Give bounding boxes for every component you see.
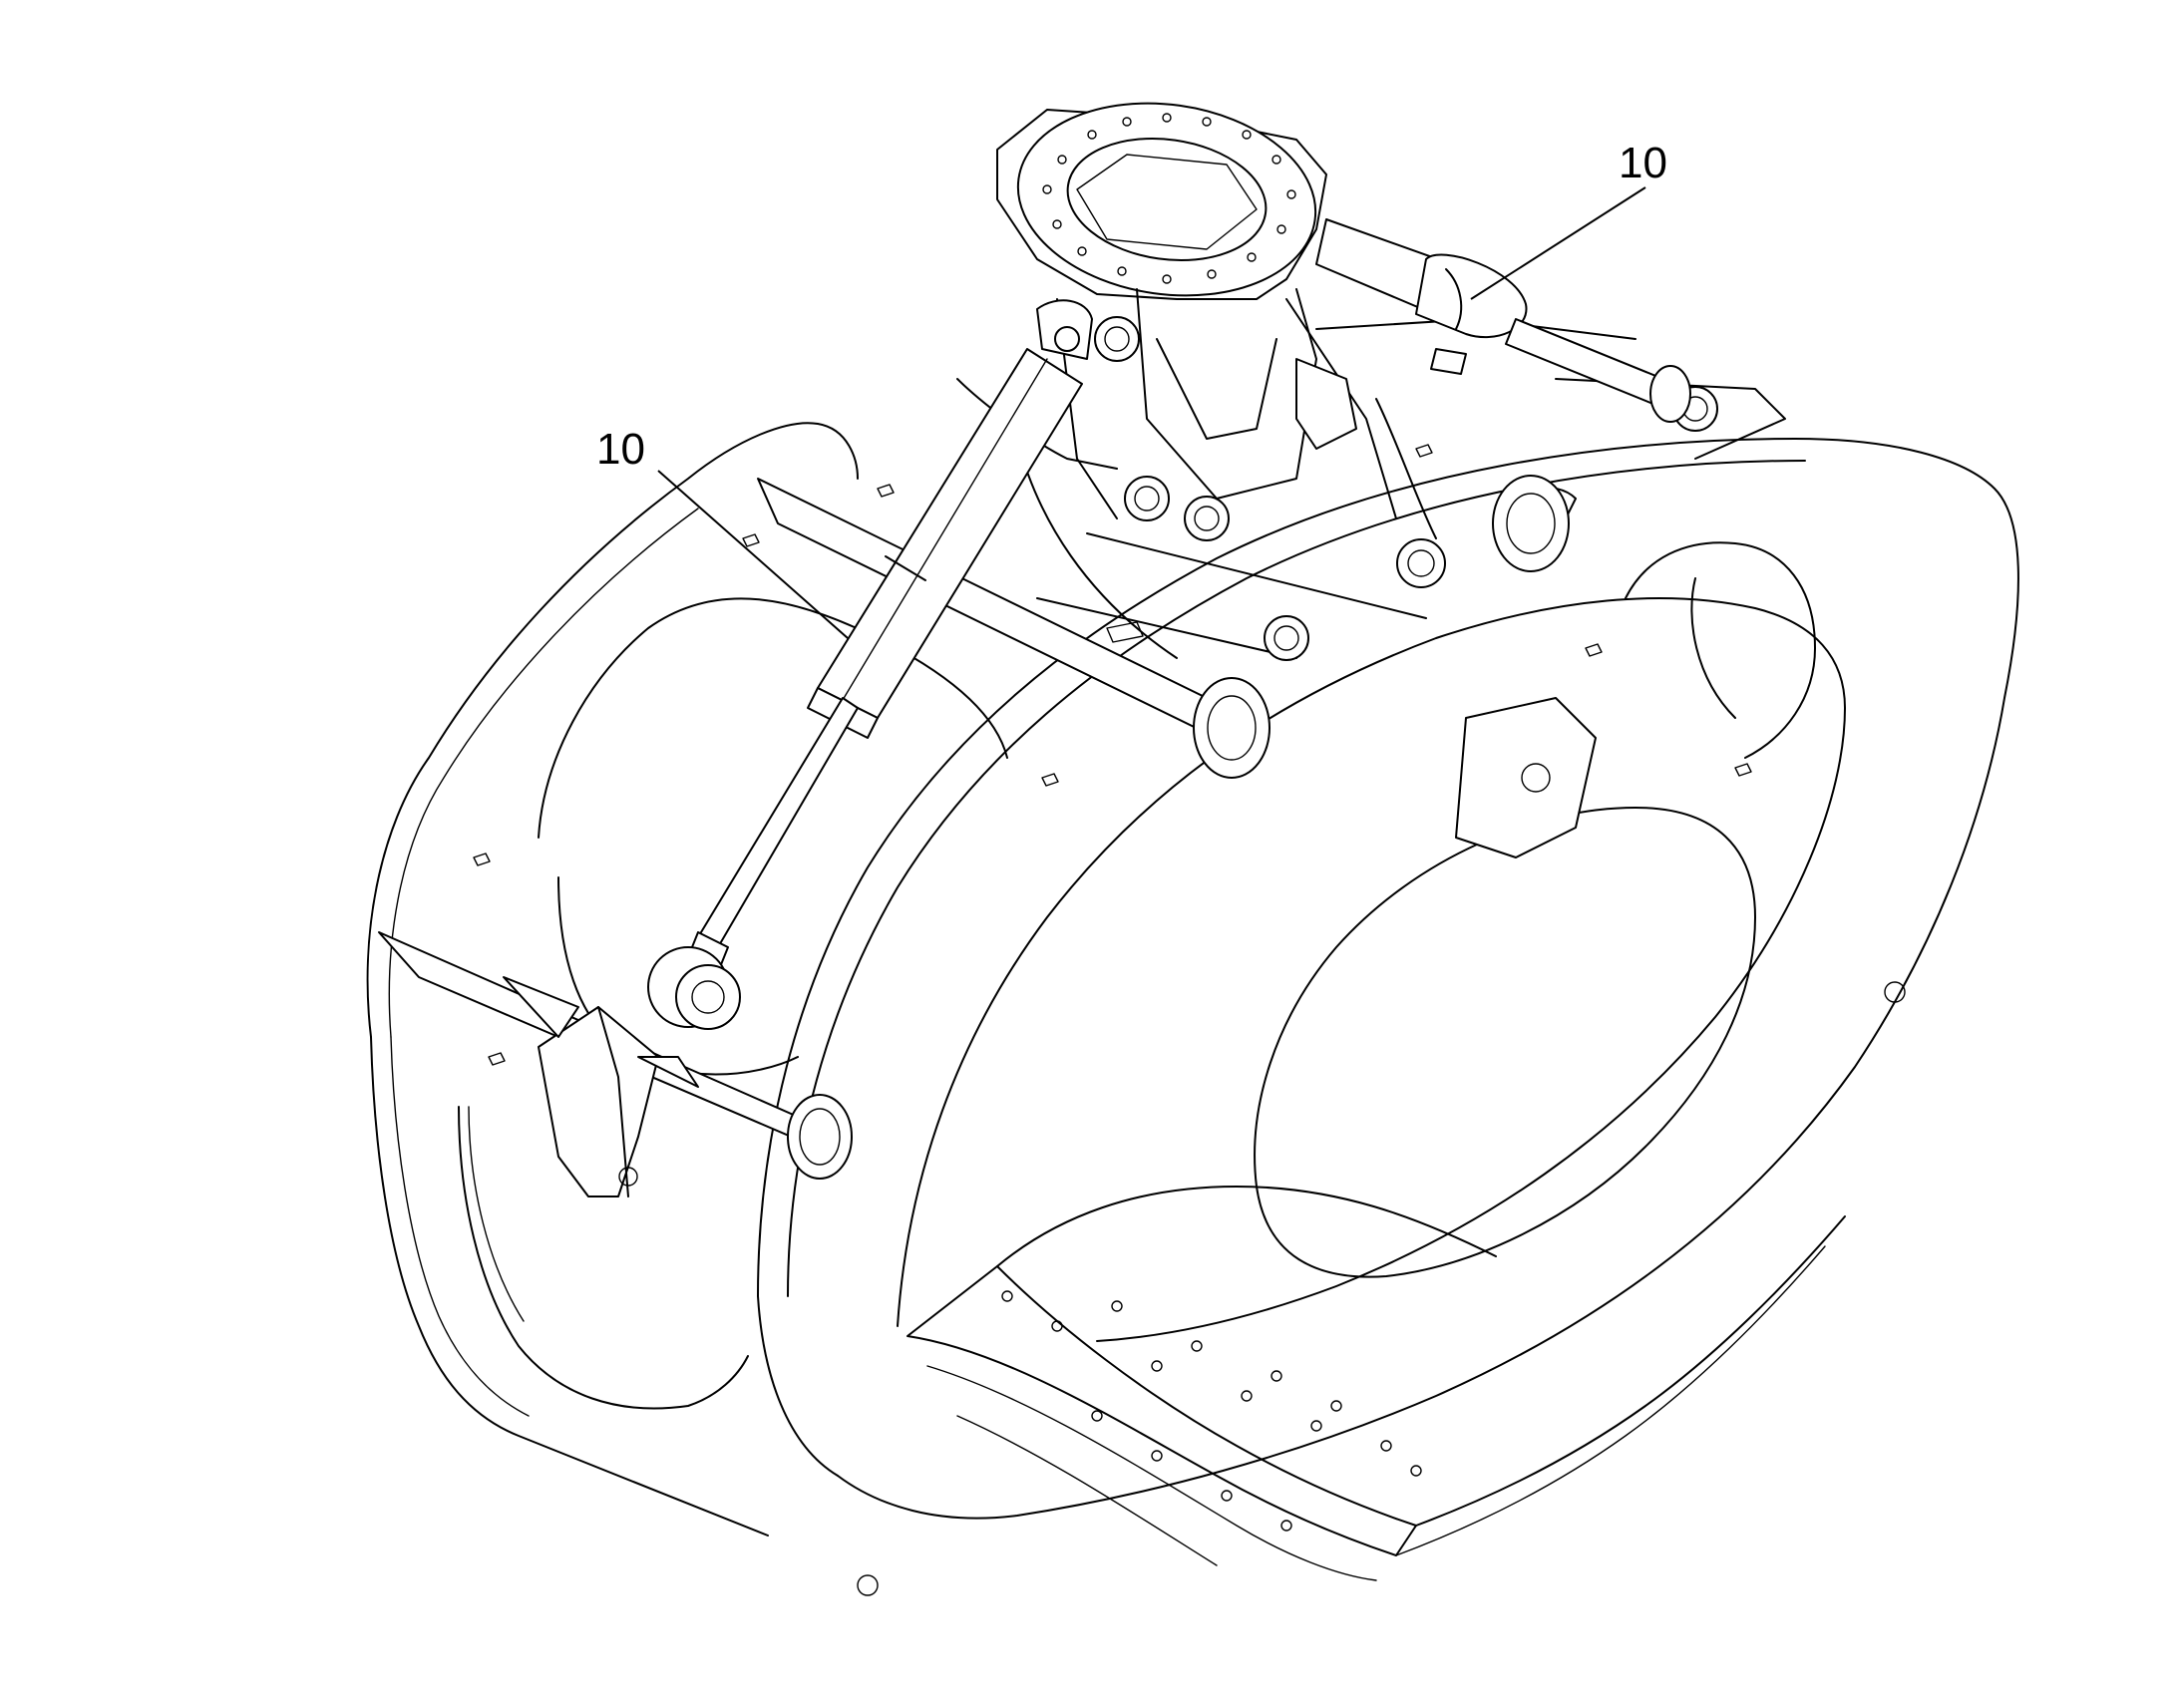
rotator-bolt-circle xyxy=(1042,113,1296,284)
callout-label: 10 xyxy=(596,425,645,474)
callout-right: 10 xyxy=(1470,139,1667,300)
rotator-head xyxy=(996,102,1397,519)
hydraulic-cylinder-right xyxy=(1315,218,1691,423)
callout-label: 10 xyxy=(1619,139,1667,187)
wear-pads xyxy=(473,444,1752,1066)
leader-line xyxy=(1470,186,1646,300)
hydraulic-cylinder-left xyxy=(503,299,1093,1197)
frame-hole xyxy=(1884,981,1906,1003)
frame-hole xyxy=(857,1574,879,1596)
side-bracket xyxy=(1455,697,1597,858)
trough-bolt-row xyxy=(1001,1290,1422,1532)
bottom-trough xyxy=(857,981,1906,1596)
callout-left: 10 xyxy=(596,425,849,639)
leader-line xyxy=(657,470,849,639)
